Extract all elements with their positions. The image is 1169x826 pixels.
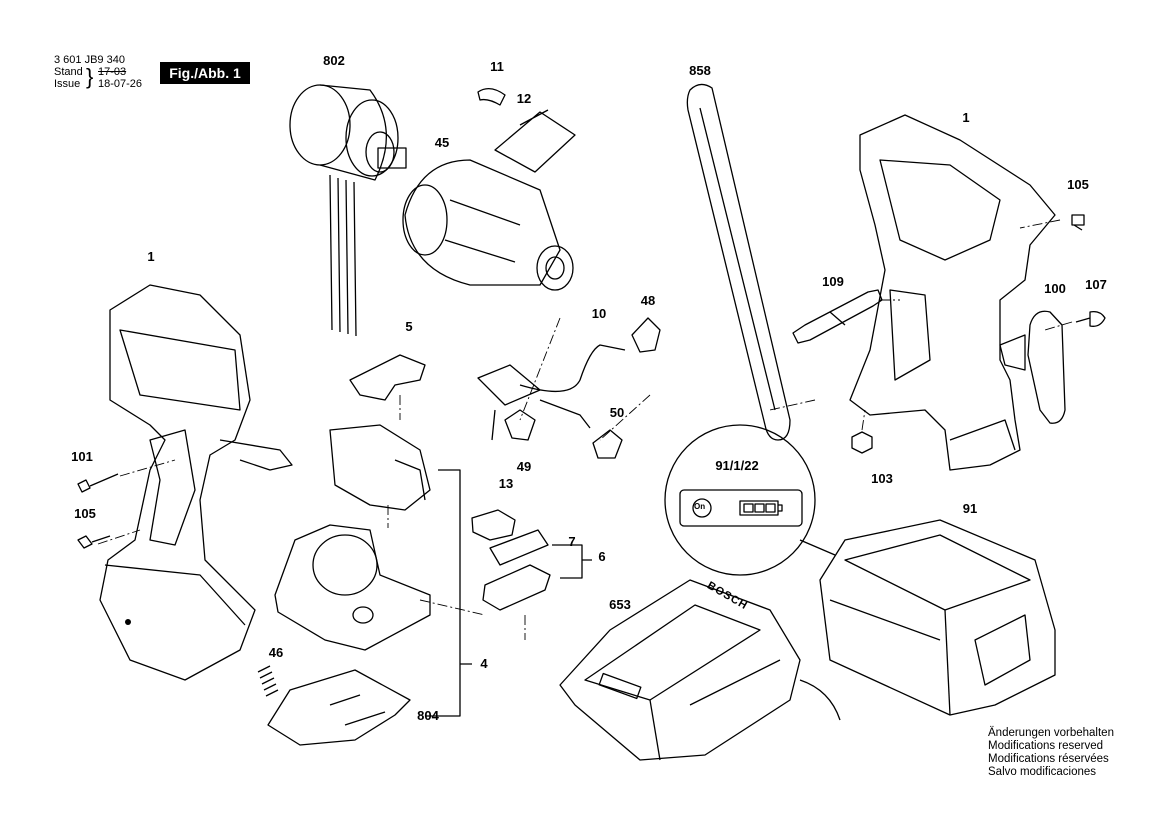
- stand-value: 17-03: [98, 66, 127, 78]
- screw-part-101: [77, 473, 119, 493]
- callout-109: 109: [822, 274, 844, 289]
- note-fr: Modifications réservées: [988, 753, 1109, 765]
- on-button-label: On: [694, 502, 706, 511]
- figure-label: Fig./Abb. 1: [160, 62, 250, 84]
- screw-part-105-left: [77, 535, 111, 549]
- callout-48: 48: [640, 293, 656, 308]
- callout-653: 653: [609, 597, 631, 612]
- spring-part-46: [257, 665, 279, 697]
- callout-10: 10: [591, 306, 607, 321]
- callout-101: 101: [71, 449, 93, 464]
- callout-11: 11: [490, 59, 504, 74]
- callout-91: 91: [962, 501, 978, 516]
- callout-858: 858: [689, 63, 711, 78]
- callout-1-right: 1: [962, 110, 970, 125]
- part-50: [592, 429, 623, 459]
- bracket-4: [425, 469, 472, 717]
- part-number: 3 601 JB9 340: [54, 54, 125, 66]
- switch-module-part-4: [274, 424, 431, 651]
- callout-50: 50: [609, 405, 625, 420]
- callout-46: 46: [268, 645, 284, 660]
- cover-part-12: [494, 109, 576, 173]
- slide-part-5: [349, 354, 426, 401]
- callout-7: 7: [568, 534, 576, 549]
- stand-brace: }: [86, 64, 94, 89]
- belt-clip-part-100: [999, 310, 1066, 424]
- part-49: [504, 409, 536, 441]
- callout-105-right: 105: [1067, 177, 1089, 192]
- strap-part-858: [686, 83, 791, 441]
- screw-part-107: [1075, 310, 1106, 327]
- note-de: Änderungen vorbehalten: [988, 727, 1114, 739]
- stand-label: Stand: [54, 66, 83, 78]
- housing-part-1-right: [849, 114, 1056, 471]
- wiring-part-10: [477, 344, 626, 441]
- part-48: [631, 317, 661, 353]
- part-7: [489, 529, 549, 566]
- issue-label: Issue: [54, 78, 81, 90]
- bracket-6-7: [552, 544, 592, 579]
- callout-6: 6: [598, 549, 606, 564]
- callout-802: 802: [323, 53, 345, 68]
- callout-105-left: 105: [74, 506, 96, 521]
- issue-value: 18-07-26: [98, 78, 143, 90]
- charger-part-653: [559, 579, 841, 761]
- part-13: [471, 509, 516, 541]
- note-en: Modifications reserved: [988, 740, 1104, 752]
- modification-notes: Änderungen vorbehalten Modifications res…: [988, 727, 1114, 779]
- motor-part-802: [289, 84, 407, 337]
- detail-inset: [664, 424, 836, 576]
- callout-49: 49: [516, 459, 532, 474]
- housing-part-1-left: [99, 284, 293, 681]
- callout-12: 12: [516, 91, 532, 106]
- clip-part-11: [477, 88, 506, 106]
- part-6: [482, 564, 551, 611]
- bit-part-109: [792, 289, 883, 344]
- nut-part-103: [851, 431, 873, 454]
- plate-part-804: [267, 669, 411, 746]
- callout-100: 100: [1044, 281, 1066, 296]
- callout-107: 107: [1085, 277, 1107, 292]
- callout-103: 103: [871, 471, 893, 486]
- callout-804: 804: [417, 708, 439, 723]
- screw-part-105-right: [1071, 214, 1085, 231]
- callout-45: 45: [434, 135, 450, 150]
- battery-part-91: [819, 519, 1056, 716]
- callout-1-left: 1: [147, 249, 155, 264]
- gear-housing-part-45: [402, 159, 574, 291]
- callout-4: 4: [480, 656, 488, 671]
- note-es: Salvo modificaciones: [988, 766, 1097, 778]
- callout-13: 13: [498, 476, 514, 491]
- callout-91-1-22: 91/1/22: [715, 458, 759, 473]
- callout-5: 5: [405, 319, 413, 334]
- assembly-lines: [97, 219, 1073, 640]
